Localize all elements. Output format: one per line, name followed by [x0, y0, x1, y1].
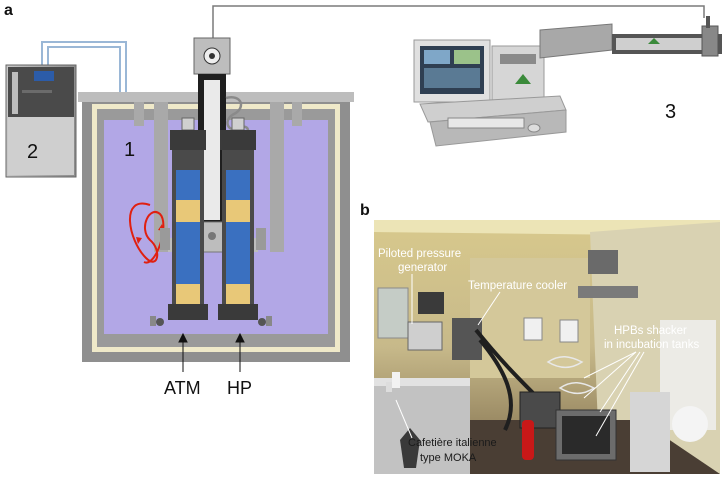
atm-bottle	[150, 117, 208, 326]
bottle-arrows	[178, 332, 245, 372]
label-3: 3	[665, 101, 676, 123]
label-atm: ATM	[164, 378, 201, 398]
ann-pressure-line1: Piloted pressure	[378, 248, 461, 260]
panel-a-letter: a	[4, 2, 13, 19]
chiller-unit	[5, 64, 77, 178]
ann-kettle-pointer	[395, 399, 413, 439]
lab-photo	[374, 220, 720, 474]
ann-kettle-line1: Cafetière italienne	[408, 437, 497, 449]
label-2: 2	[27, 141, 38, 163]
computer-system	[413, 16, 722, 147]
panel-b-letter: b	[360, 202, 370, 219]
data-cable	[212, 5, 705, 40]
ann-shaker-line2: in incubation tanks	[604, 339, 700, 351]
ann-shaker-pointers	[583, 351, 645, 437]
ann-kettle-line2: type MOKA	[420, 452, 477, 464]
ann-cooler: Temperature cooler	[468, 280, 567, 292]
ann-pressure-line2: generator	[398, 262, 447, 274]
ann-cooler-pointer	[477, 291, 501, 326]
label-1: 1	[124, 139, 135, 161]
chiller-tubes	[41, 41, 127, 120]
hp-bottle	[218, 117, 272, 326]
ann-shaker-line1: HPBs shacker	[614, 325, 687, 337]
label-hp: HP	[227, 378, 252, 398]
